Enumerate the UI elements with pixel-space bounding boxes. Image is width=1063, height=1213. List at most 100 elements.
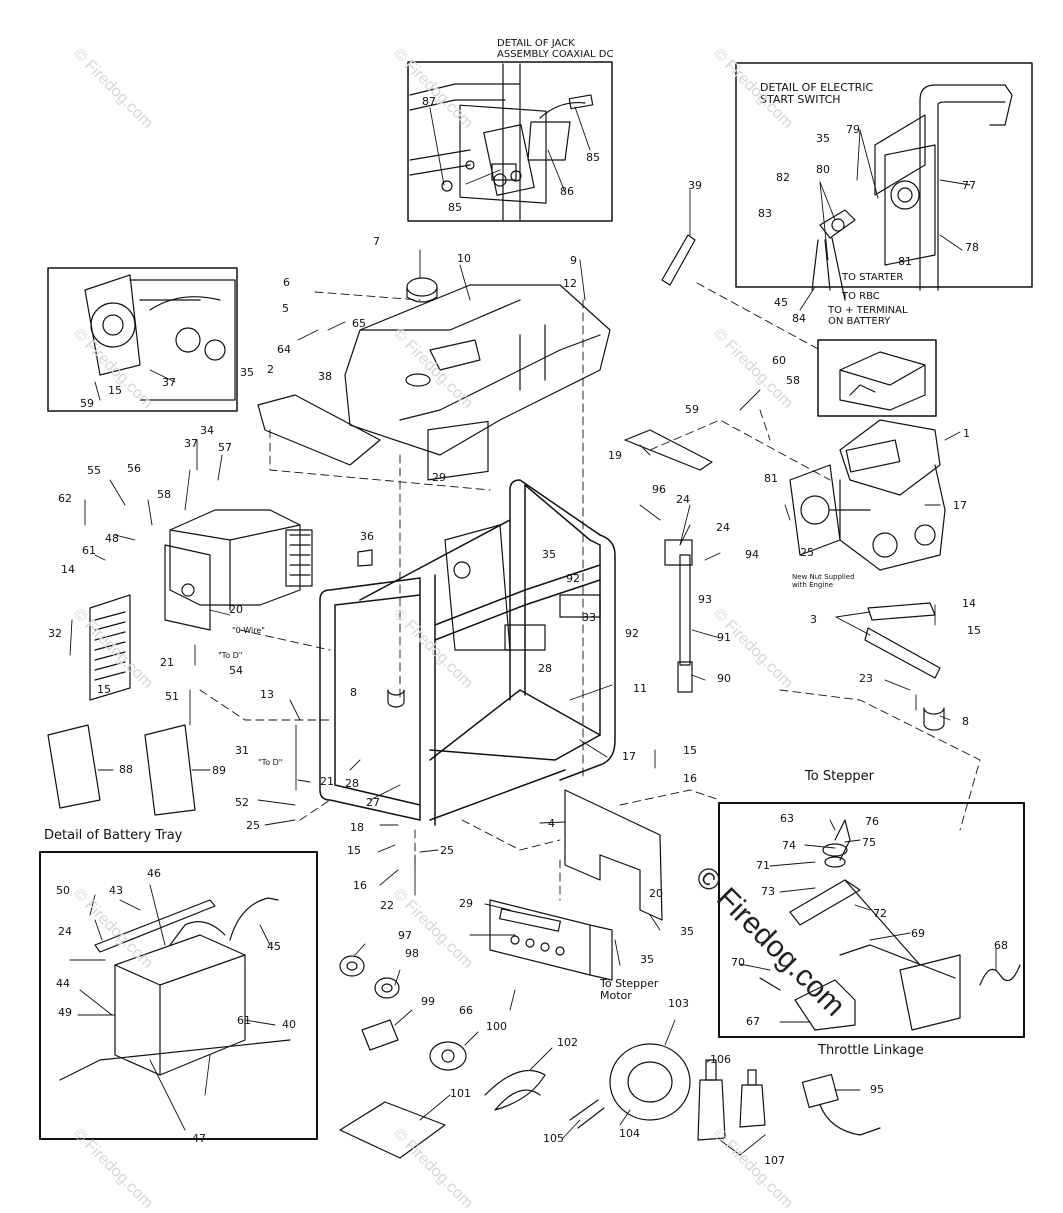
part-number-label: 12: [563, 277, 577, 290]
part-number-label: 81: [764, 472, 778, 485]
part-number-label: 59: [685, 403, 699, 416]
part-number-label: 37: [162, 376, 176, 389]
part-number-label: 61: [82, 544, 96, 557]
part-number-label: 23: [859, 672, 873, 685]
part-number-label: 28: [345, 777, 359, 790]
jack-detail-caption: DETAIL OF JACK ASSEMBLY COAXIAL DC: [497, 38, 614, 60]
part-number-label: 85: [448, 201, 462, 214]
part-number-label: 45: [267, 940, 281, 953]
part-number-label: 85: [586, 151, 600, 164]
start-switch-detail-caption: DETAIL OF ELECTRIC START SWITCH: [760, 81, 874, 106]
part-number-label: 67: [746, 1015, 760, 1028]
part-number-label: 81: [898, 255, 912, 268]
part-number-label: 29: [459, 897, 473, 910]
plugs-105: [569, 1099, 605, 1129]
engine-top-drawing: [839, 351, 926, 411]
part-number-label: 35: [542, 548, 556, 561]
part-number-label: 104: [619, 1127, 640, 1140]
part-number-label: 99: [421, 995, 435, 1008]
part-number-label: 70: [731, 956, 745, 969]
part-number-label: 10: [457, 252, 471, 265]
part-number-label: 46: [147, 867, 161, 880]
oil-bottles-107: [697, 1059, 766, 1141]
part-number-label: 62: [58, 492, 72, 505]
part-number-label: 100: [486, 1020, 507, 1033]
engine-detail-drawing: [84, 274, 236, 401]
part-number-label: 82: [776, 171, 790, 184]
o-wire-caption: "0 Wire": [232, 626, 265, 635]
part-number-label: 27: [366, 796, 380, 809]
part-number-label: 25: [246, 819, 260, 832]
start-switch-detail-box: [735, 62, 1033, 288]
part-number-label: 32: [48, 627, 62, 640]
spark-plug-39: [661, 234, 696, 286]
part-number-label: 6: [283, 276, 290, 289]
battery-cable-45: [229, 897, 279, 941]
leader-lines: [69, 106, 997, 1156]
part-number-label: 80: [816, 163, 830, 176]
part-number-label: 2: [267, 363, 274, 376]
part-number-label: 15: [97, 683, 111, 696]
part-number-label: 7: [373, 235, 380, 248]
part-number-label: 93: [698, 593, 712, 606]
part-number-label: 103: [668, 997, 689, 1010]
jack-detail-box: [407, 61, 613, 222]
part-number-label: 77: [962, 179, 976, 192]
assembly-lines: [199, 282, 981, 901]
start-switch-drawing: [811, 84, 1013, 301]
battery-tray-caption: Detail of Battery Tray: [44, 828, 183, 843]
receptacle-100: [429, 1041, 467, 1071]
part-number-label: 86: [560, 185, 574, 198]
part-number-label: 35: [816, 132, 830, 145]
frame-panels: [357, 420, 601, 651]
part-number-label: 4: [548, 817, 555, 830]
part-number-label: 54: [229, 664, 243, 677]
part-number-label: 105: [543, 1132, 564, 1145]
wheel-tire-103: [609, 1043, 691, 1121]
part-number-label: 55: [87, 464, 101, 477]
part-number-label: 92: [566, 572, 580, 585]
engine: [789, 419, 946, 571]
part-number-label: 83: [758, 207, 772, 220]
part-number-label: 84: [792, 312, 806, 325]
part-number-label: 34: [200, 424, 214, 437]
part-number-label: 73: [761, 885, 775, 898]
part-number-label: 66: [459, 1004, 473, 1017]
part-number-label: 15: [108, 384, 122, 397]
part-number-label: 58: [786, 374, 800, 387]
part-number-label: 64: [277, 343, 291, 356]
part-number-label: 21: [320, 775, 334, 788]
part-number-label: 18: [350, 821, 364, 834]
part-number-label: 49: [58, 1006, 72, 1019]
part-number-label: 14: [962, 597, 976, 610]
part-number-label: 31: [235, 744, 249, 757]
part-number-label: 74: [782, 839, 796, 852]
part-number-label: 3: [810, 613, 817, 626]
part-number-label: 36: [360, 530, 374, 543]
part-number-label: 45: [774, 296, 788, 309]
part-number-label: 16: [683, 772, 697, 785]
battery: [114, 921, 246, 1076]
manual-pouch-101: [339, 1101, 446, 1159]
part-number-label: 59: [80, 397, 94, 410]
part-number-label: 29: [432, 471, 446, 484]
part-number-label: 88: [119, 763, 133, 776]
part-number-label: 95: [870, 1083, 884, 1096]
part-number-label: 1: [963, 427, 970, 440]
to-d-caption-1: "To D": [218, 651, 243, 660]
part-number-label: 52: [235, 796, 249, 809]
manual-89: [144, 724, 196, 816]
part-number-label: 11: [633, 682, 647, 695]
part-number-label: 47: [192, 1132, 206, 1145]
part-number-label: 98: [405, 947, 419, 960]
knob-98: [374, 977, 400, 999]
vibration-mount-8a: [387, 689, 405, 708]
fuel-tank: [344, 284, 611, 456]
part-number-label: 65: [352, 317, 366, 330]
part-number-label: 20: [229, 603, 243, 616]
to-stepper-caption: To Stepper: [805, 769, 875, 784]
switch-99: [361, 1019, 399, 1051]
part-number-label: 24: [716, 521, 730, 534]
part-number-label: 17: [622, 750, 636, 763]
part-number-label: 19: [608, 449, 622, 462]
